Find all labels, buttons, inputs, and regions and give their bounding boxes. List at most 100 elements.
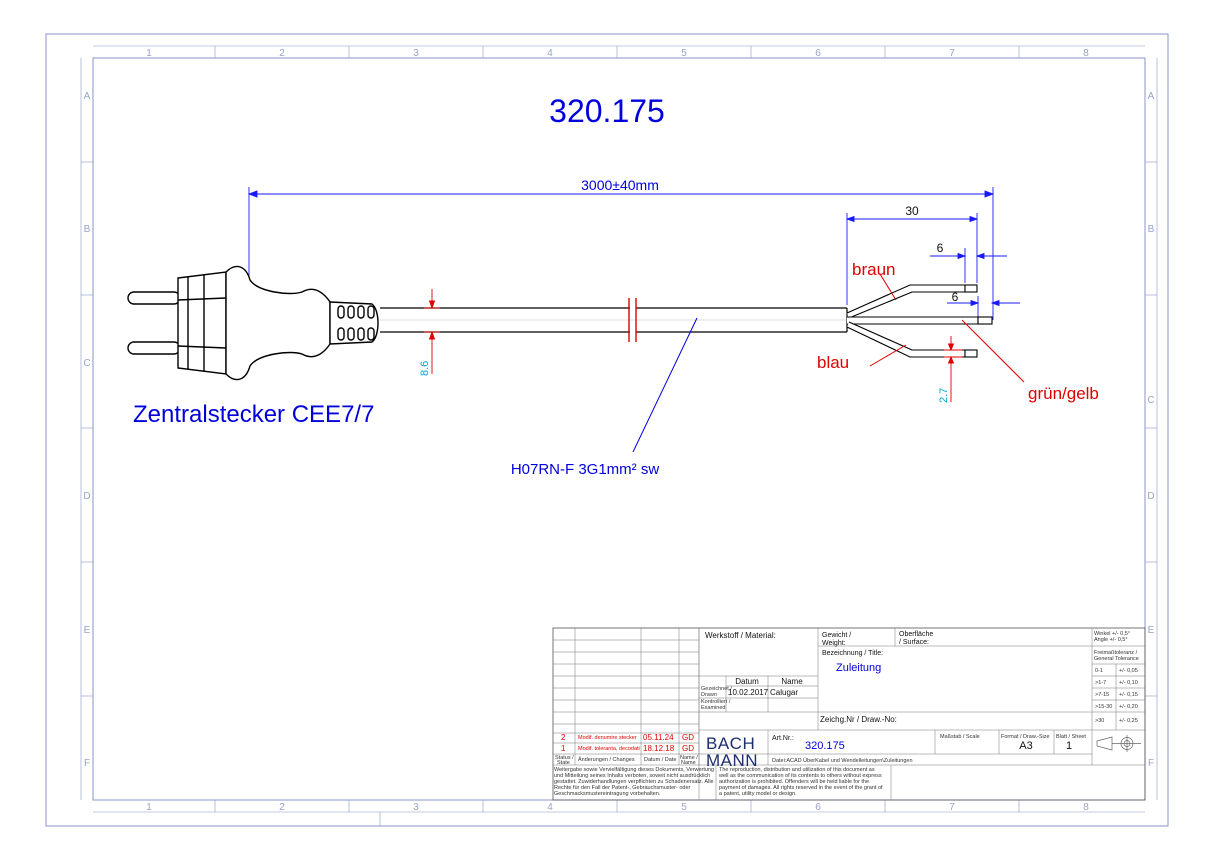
zone-col-5: 5: [681, 48, 687, 59]
legal-notice-en-line: authorization is prohibited. Offenders w…: [719, 779, 869, 785]
file-path: Datei:ACAD ÜberKabel und Wendelleitungen…: [772, 757, 913, 764]
total-length-label: 3000±40mm: [581, 177, 659, 193]
revision-header-changes: Änderungen / Changes: [578, 756, 635, 763]
legal-notice-en-line: well as the communication of its content…: [718, 773, 882, 779]
conductor-strip-dimension-upper: [930, 248, 1007, 283]
tolerance-angle-2: Angle +/- 0,5°: [1094, 637, 1128, 643]
revision-header-status-1: Status /: [555, 755, 574, 761]
drawing-no-label: Zeichg.Nr / Draw.-No:: [820, 715, 897, 724]
wire-blue: [846, 321, 978, 358]
surface-label-2: / Surface:: [899, 639, 929, 646]
tolerance-range: >15-30: [1095, 704, 1112, 710]
format-label: Format / Draw.-Size: [1001, 734, 1050, 740]
name-header: Name: [781, 677, 803, 686]
surface-label-1: Oberfläche: [899, 631, 933, 638]
zone-col-8-bottom: 8: [1083, 802, 1089, 813]
wire-brown-label: braun: [852, 260, 895, 279]
zone-col-3-bottom: 3: [413, 802, 419, 813]
zone-col-3: 3: [413, 48, 419, 59]
tolerance-value: +/- 0,10: [1119, 680, 1138, 686]
blue-leader: [869, 344, 907, 367]
drawn-date: 10.02.2017: [728, 688, 769, 697]
wire-blue-label: blau: [817, 353, 849, 372]
wire-brown: [846, 284, 978, 319]
zone-col-7-bottom: 7: [949, 802, 955, 813]
legal-notice-de-line: Weitergabe sowie Vervielfältigung dieses…: [554, 767, 714, 773]
cable-diameter-label: 8.6: [419, 361, 431, 376]
revision-date: 05.11.24: [643, 733, 674, 742]
cable-leader: [632, 317, 698, 453]
zone-row-d: D: [83, 491, 90, 502]
revision-header-name-2: Name: [681, 760, 696, 766]
drawn-label-1: Gezeichnet /: [701, 686, 732, 692]
conductor-diameter-label: 2.7: [938, 388, 950, 403]
wire-green-yellow: [847, 316, 993, 325]
zone-row-f-right: F: [1148, 758, 1154, 769]
cable-label: H07RN-F 3G1mm² sw: [511, 461, 660, 478]
projection-symbol-icon: [1096, 735, 1141, 752]
zone-row-d-right: D: [1147, 491, 1154, 502]
zone-col-2: 2: [279, 48, 285, 59]
zone-row-e: E: [84, 625, 91, 636]
brown-leader: [879, 273, 897, 301]
zone-col-1-bottom: 1: [146, 802, 152, 813]
checked-label-2: Examined: [701, 705, 725, 711]
revision-header-status-2: State: [557, 760, 570, 766]
legal-notice-en-line: The reproduction, distribution and utili…: [719, 767, 875, 773]
title-value: Zuleitung: [836, 662, 881, 674]
legal-notice-de-line: gestattet. Zuwiderhandlungen verpflichte…: [554, 779, 714, 785]
format-value: A3: [1019, 740, 1032, 752]
checked-label-1: Kontrolliert /: [701, 699, 731, 705]
revision-date: 18.12.18: [643, 744, 675, 753]
tolerance-value: +/- 0,05: [1119, 668, 1138, 674]
tolerance-value: +/- 0,25: [1119, 718, 1138, 724]
revision-header-name-1: Name /: [680, 755, 698, 761]
company-logo-line-1: BACH: [706, 734, 755, 753]
zone-col-7: 7: [949, 48, 955, 59]
zone-col-4: 4: [547, 48, 553, 59]
strip-length-label: 30: [905, 204, 919, 218]
tolerance-general-1: Freimaßtoleranz /: [1094, 650, 1138, 656]
zone-row-c: C: [83, 358, 90, 369]
drawing-number: 320.175: [549, 93, 665, 129]
revision-status: 1: [561, 744, 566, 753]
date-header: Datum: [735, 677, 759, 686]
material-label: Werkstoff / Material:: [705, 631, 776, 640]
zone-row-b: B: [84, 224, 91, 235]
sheet-value: 1: [1066, 740, 1072, 752]
conductor-strip-dimension-lower: [947, 296, 1020, 323]
tolerance-general-2: General Tolerance: [1094, 656, 1139, 662]
revision-status: 2: [561, 733, 566, 742]
company-logo-line-2: MANN: [706, 751, 758, 770]
outer-frame: [45, 33, 1169, 827]
plug-label: Zentralstecker CEE7/7: [133, 401, 374, 428]
revision-change: Modif. denumire stecker: [578, 735, 637, 741]
zone-col-6: 6: [815, 48, 821, 59]
zone-row-a: A: [84, 91, 91, 102]
weight-label-1: Gewicht /: [822, 632, 851, 639]
tolerance-angle-1: Winkel +/- 0,5°: [1094, 631, 1130, 637]
legal-notice-en-line: payment of damages. All rights reserved …: [719, 785, 883, 791]
art-nr-value: 320.175: [805, 740, 845, 752]
zone-row-e-right: E: [1148, 625, 1155, 636]
tolerance-range: >30: [1095, 718, 1104, 724]
plug-drawing: [127, 265, 379, 381]
zone-col-2-bottom: 2: [279, 802, 285, 813]
weight-label-2: Weight:: [822, 640, 846, 647]
tolerance-value: +/- 0,20: [1119, 704, 1138, 710]
legal-notice-de-line: und Mitteilung seines Inhalts verboten, …: [554, 773, 710, 779]
revision-name: GD: [682, 733, 694, 742]
zone-col-8: 8: [1083, 48, 1089, 59]
legal-notice-de-line: Geschmacksmustereintragung vorbehalten.: [554, 791, 661, 797]
zone-col-5-bottom: 5: [681, 802, 687, 813]
title-block: [552, 627, 1146, 801]
drawn-label-2: Drawn: [701, 692, 717, 698]
inner-frame: [92, 57, 1146, 801]
sheet-label: Blatt / Sheet: [1056, 734, 1086, 740]
revision-name: GD: [682, 744, 694, 753]
cable-drawing: [380, 307, 848, 333]
revision-change: Modif. toleranta, decodati: [578, 746, 640, 752]
scale-label: Maßstab / Scale: [940, 734, 980, 740]
cable-break-mark: [628, 298, 637, 342]
